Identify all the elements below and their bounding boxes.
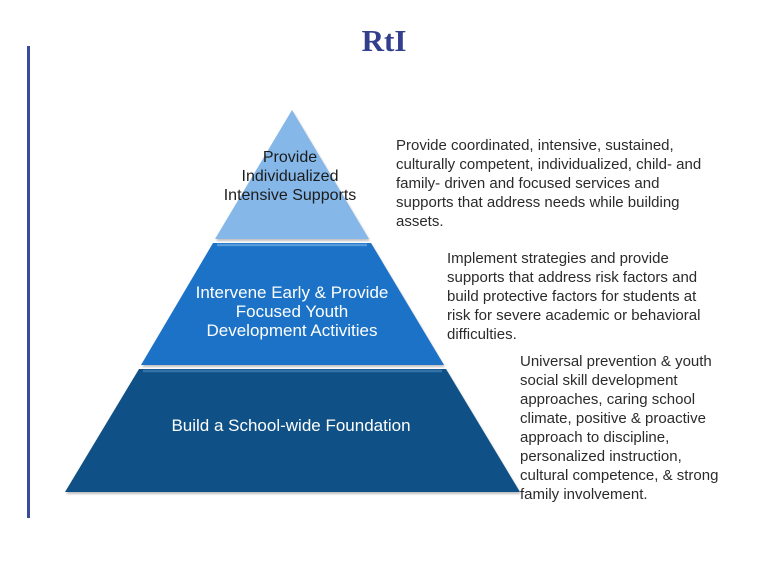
pyramid-tier-top-shape [215, 110, 369, 239]
tier-middle-description: Implement strategies and provide support… [447, 250, 701, 343]
left-accent-bar [27, 46, 30, 518]
tier-bottom-label: Build a School-wide Foundation [171, 416, 411, 435]
pyramid-tier-bottom-shape [65, 369, 520, 492]
tier-bottom-description: Universal prevention & youth social skil… [520, 353, 719, 503]
pyramid-tier-middle-shape [141, 243, 444, 365]
page-title: RtI [361, 23, 407, 58]
tier-top-description: Provide coordinated, intensive, sustaine… [396, 137, 702, 230]
tier-middle-label: Intervene Early & Provide Focused Youth … [195, 283, 389, 340]
tier-top-label: Provide Individualized Intensive Support… [223, 149, 357, 204]
